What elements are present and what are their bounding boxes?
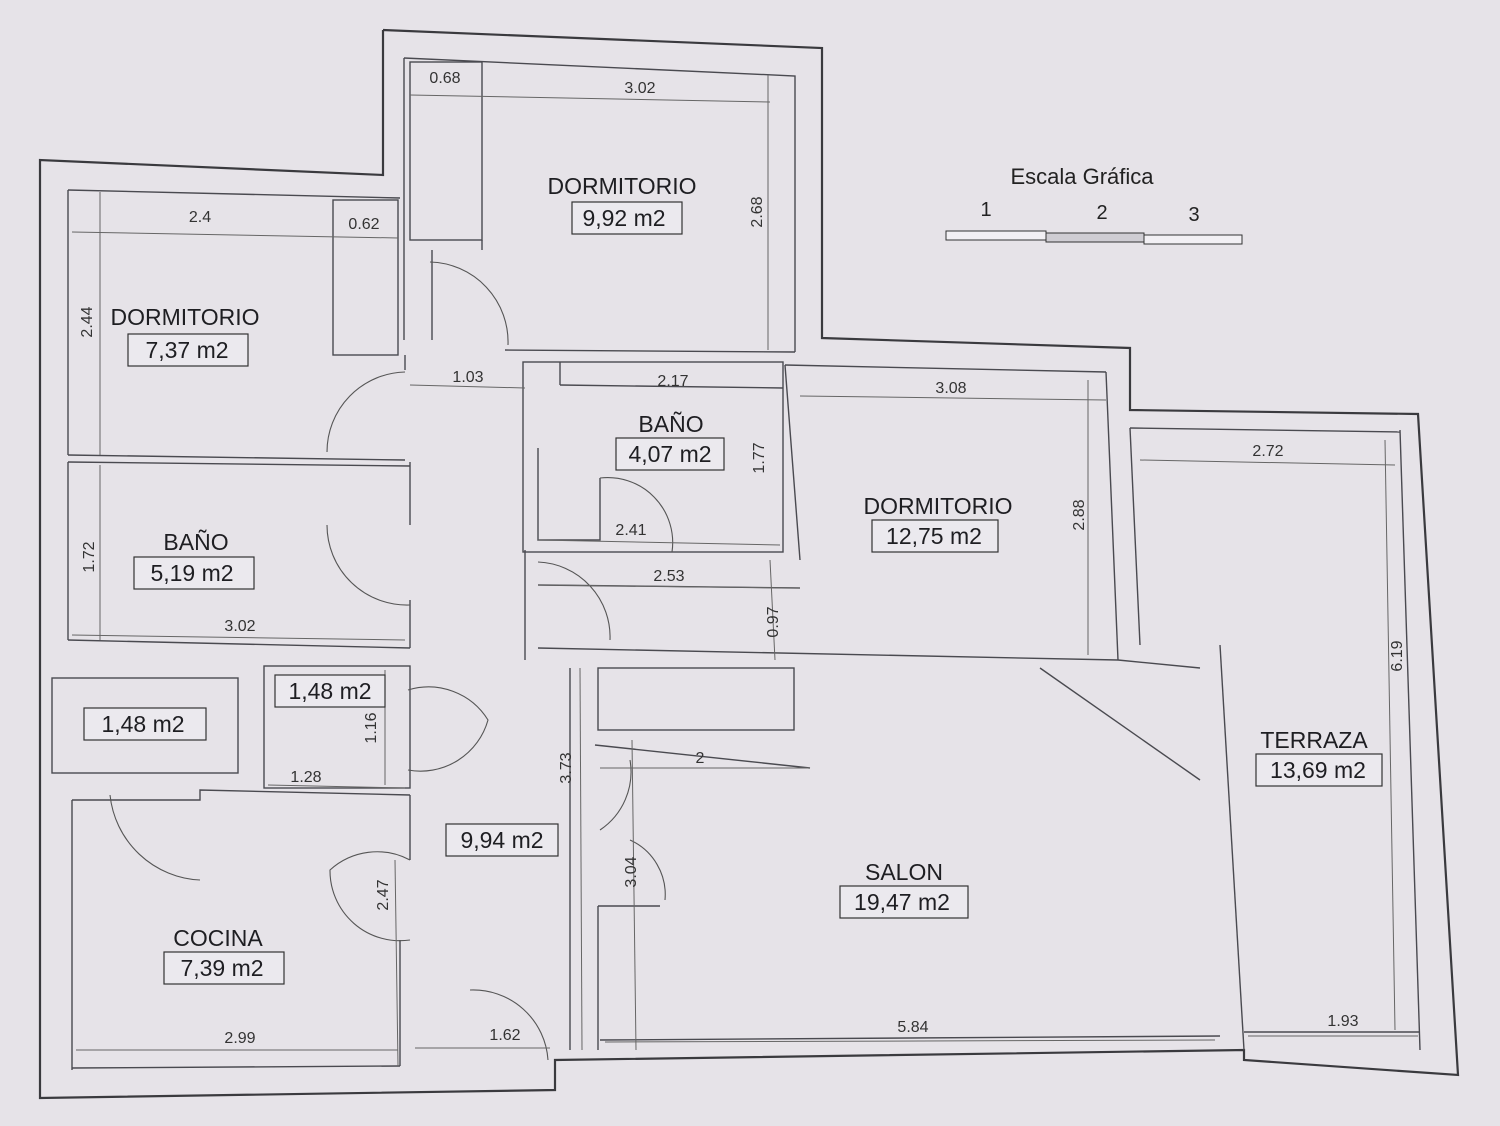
doors: [109, 261, 674, 1061]
room-closet-a: 1,48 m2: [83, 707, 207, 741]
room-closet-b: 1,48 m2: [274, 674, 386, 708]
room-area: 9,92 m2: [582, 205, 665, 231]
area-box: [1255, 753, 1383, 787]
door-swing: [629, 839, 666, 901]
dim-label: 1.16: [363, 712, 380, 743]
area-box: [871, 519, 999, 553]
room-area: 1,48 m2: [101, 711, 184, 737]
dim-label: 2.4: [189, 209, 211, 226]
dim-label: 3.04: [623, 856, 640, 887]
area-box: [571, 201, 683, 235]
room-name: DORMITORIO: [110, 304, 259, 330]
door-swing: [469, 989, 549, 1061]
room-bano-left: BAÑO 5,19 m2: [133, 529, 255, 590]
scale-mark: 1: [980, 199, 991, 221]
dim-label: 1.77: [751, 442, 768, 473]
scale-bar-segment: [1045, 232, 1145, 243]
room-name: BAÑO: [163, 529, 228, 555]
area-box: [133, 556, 255, 590]
area-box: [839, 885, 969, 919]
area-box: [615, 437, 725, 471]
dim-label: 2.17: [657, 373, 688, 390]
room-name: DORMITORIO: [547, 173, 696, 199]
room-cocina: COCINA 7,39 m2: [163, 925, 285, 985]
dim-label: 1.28: [290, 769, 321, 786]
scale-title: Escala Gráfica: [1010, 164, 1154, 189]
door-swing: [599, 759, 632, 831]
scale-mark: 2: [1096, 202, 1107, 224]
room-name: COCINA: [173, 925, 263, 951]
area-box: [445, 823, 559, 857]
area-box: [127, 333, 249, 367]
dim-label: 1.93: [1327, 1013, 1358, 1030]
dim-label: 3.08: [935, 380, 966, 397]
room-name: DORMITORIO: [863, 493, 1012, 519]
door-swing: [537, 561, 611, 641]
door-swing: [329, 851, 411, 942]
scale-bar-segment: [1143, 234, 1243, 245]
room-area: 1,48 m2: [288, 678, 371, 704]
dim-label: 2.47: [375, 879, 392, 910]
dim-label: 2.44: [79, 306, 96, 337]
dim-label: 2.88: [1071, 499, 1088, 530]
room-area: 19,47 m2: [854, 889, 950, 915]
dim-label: 0.62: [348, 216, 379, 233]
dim-label: 1.03: [452, 369, 483, 386]
dim-label: 3.02: [224, 618, 255, 635]
room-area: 12,75 m2: [886, 523, 982, 549]
dim-label: 2.68: [749, 196, 766, 227]
dim-label: 2.99: [224, 1030, 255, 1047]
dim-label: 3.73: [558, 752, 575, 783]
dim-label: 1.72: [81, 541, 98, 572]
outer-walls: [38, 28, 1460, 1100]
room-dormitorio-mid: DORMITORIO 12,75 m2: [863, 493, 1013, 553]
dim-label: 1.62: [489, 1027, 520, 1044]
dim-label: 0.97: [765, 606, 782, 637]
room-area: 7,39 m2: [180, 955, 263, 981]
room-dormitorio-left: DORMITORIO 7,37 m2: [110, 304, 260, 367]
dimension-labels: 0.68 3.02 2.68 2.4 0.62 2.44 1.03 2.17 1…: [79, 70, 1406, 1047]
room-name: BAÑO: [638, 411, 703, 437]
dim-label: 0.68: [429, 70, 460, 87]
door-swing: [109, 794, 201, 881]
dim-label: 2.72: [1252, 443, 1283, 460]
room-area: 7,37 m2: [145, 337, 228, 363]
dim-label: 6.19: [1389, 640, 1406, 671]
room-salon: SALON 19,47 m2: [839, 859, 969, 919]
area-box: [163, 951, 285, 985]
graphic-scale: Escala Gráfica 1 2 3: [945, 164, 1243, 245]
room-bano-center: BAÑO 4,07 m2: [615, 411, 725, 471]
door-swing: [599, 477, 674, 553]
door-swing: [407, 686, 489, 772]
dim-label: 2.53: [653, 568, 684, 585]
dimension-lines: [71, 75, 1418, 1067]
interior-walls: [51, 58, 1420, 1070]
area-box: [83, 707, 207, 741]
room-area: 4,07 m2: [628, 441, 711, 467]
door-swing: [429, 261, 509, 346]
room-name: TERRAZA: [1260, 727, 1368, 753]
room-dormitorio-top: DORMITORIO 9,92 m2: [547, 173, 697, 235]
door-swing: [326, 524, 411, 606]
scale-bar-segment: [945, 230, 1047, 241]
room-hall: 9,94 m2: [445, 823, 559, 857]
area-box: [274, 674, 386, 708]
door-swing: [326, 371, 406, 453]
room-area: 9,94 m2: [460, 827, 543, 853]
dim-label: 2.41: [615, 522, 646, 539]
room-area: 5,19 m2: [150, 560, 233, 586]
room-terraza: TERRAZA 13,69 m2: [1255, 727, 1383, 787]
room-area: 13,69 m2: [1270, 757, 1366, 783]
scale-mark: 3: [1188, 204, 1199, 226]
dim-label: 2: [696, 750, 705, 767]
dim-label: 5.84: [897, 1019, 928, 1036]
dim-label: 3.02: [624, 80, 655, 97]
room-name: SALON: [865, 859, 943, 885]
